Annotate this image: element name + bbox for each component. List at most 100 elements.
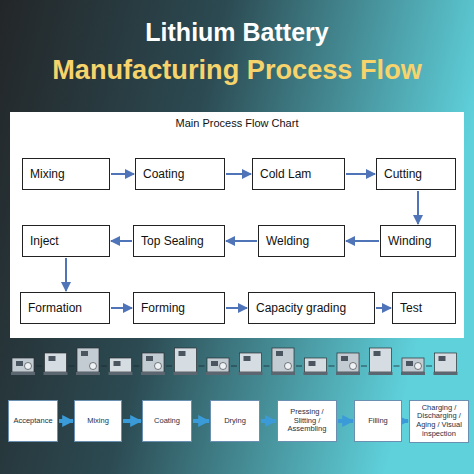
machine-panel	[309, 361, 316, 366]
process-box: Welding	[258, 225, 345, 257]
step-label: Welding	[266, 234, 309, 248]
machine-roller	[25, 363, 32, 370]
process-box: Mixing	[22, 158, 110, 190]
flow-arrow	[226, 173, 251, 175]
machine-panel	[49, 356, 56, 361]
machine-roller	[350, 363, 357, 370]
step-box: Charging / Discharging / Aging / Visual …	[409, 400, 469, 443]
machine-body	[240, 353, 262, 372]
flow-tick	[361, 366, 367, 367]
step-label: Cutting	[384, 167, 422, 181]
machine-icon	[369, 348, 400, 375]
flow-arrow	[226, 307, 247, 309]
machine-base	[434, 372, 458, 375]
machine-icon	[44, 353, 75, 375]
machine-icon	[206, 358, 237, 375]
chart-panel	[10, 112, 464, 338]
process-box: Forming	[133, 292, 225, 324]
machine-icon	[304, 358, 335, 375]
flow-arrow	[65, 258, 67, 291]
machine-icon	[11, 358, 42, 375]
flow-tick	[134, 366, 140, 367]
machine-body	[435, 353, 457, 372]
machine-base	[401, 372, 425, 375]
machine-panel	[81, 351, 88, 356]
machine-base	[141, 372, 165, 375]
step-box: Filling	[354, 400, 402, 442]
machine-body	[402, 358, 424, 372]
machine-base	[239, 372, 263, 375]
step-label: Acceptance	[13, 417, 52, 426]
flow-arrow	[123, 419, 141, 423]
machine-panel	[406, 361, 413, 366]
machine-base	[271, 372, 295, 375]
step-label: Charging / Discharging / Aging / Visual …	[413, 404, 465, 439]
machine-roller	[415, 363, 422, 370]
flow-tick	[199, 366, 205, 367]
step-label: Cold Lam	[260, 167, 311, 181]
machine-roller	[155, 363, 162, 370]
machine-panel	[341, 356, 348, 361]
machine-roller	[90, 363, 97, 370]
flow-tick	[36, 366, 42, 367]
flow-tick	[231, 366, 237, 367]
flow-tick	[264, 366, 270, 367]
machine-icon	[174, 348, 205, 375]
flow-arrow	[376, 307, 391, 309]
machine-panel	[374, 351, 381, 356]
machine-panel	[244, 356, 251, 361]
machine-icon	[401, 358, 432, 375]
title: Lithium Battery	[0, 18, 474, 47]
step-label: Winding	[388, 234, 431, 248]
machine-body	[175, 348, 197, 372]
flow-arrow	[193, 419, 209, 423]
step-label: Inject	[30, 234, 59, 248]
machine-base	[206, 372, 230, 375]
flow-tick	[69, 366, 75, 367]
chart-panel: Main Process Flow ChartMixingCoatingCold…	[10, 112, 464, 338]
flow-arrow	[346, 240, 379, 242]
flow-tick	[329, 366, 335, 367]
flow-arrow	[261, 419, 276, 423]
machine-icon	[76, 348, 107, 375]
process-box: Cold Lam	[252, 158, 345, 190]
process-box: Formation	[20, 292, 110, 324]
step-label: Coating	[143, 167, 184, 181]
flow-arrow	[226, 240, 257, 242]
flow-tick	[394, 366, 400, 367]
process-box: Test	[392, 292, 456, 324]
step-label: Mixing	[87, 417, 109, 426]
machine-base	[369, 372, 393, 375]
step-label: Capacity grading	[256, 301, 346, 315]
step-label: Filling	[368, 417, 388, 426]
flow-tick	[296, 366, 302, 367]
machine-body	[370, 348, 392, 372]
machine-panel	[16, 361, 23, 366]
process-box: Top Sealing	[133, 225, 225, 257]
machine-body	[45, 353, 67, 372]
step-label: Formation	[28, 301, 82, 315]
machine-panel	[276, 351, 283, 356]
machine-panel	[146, 356, 153, 361]
machine-icon	[336, 353, 367, 375]
machine-base	[336, 372, 360, 375]
machine-icon	[434, 353, 458, 375]
flow-tick	[426, 366, 432, 367]
step-box: Coating	[142, 400, 192, 442]
machine-body	[110, 358, 132, 372]
flow-arrow	[111, 307, 132, 309]
step-label: Forming	[141, 301, 185, 315]
machine-icon	[109, 358, 140, 375]
flow-tick	[101, 366, 107, 367]
process-box: Winding	[380, 225, 456, 257]
machine-icon	[141, 353, 172, 375]
process-box: Inject	[22, 225, 110, 257]
machine-base	[76, 372, 100, 375]
flow-arrow	[346, 173, 375, 175]
step-label: Mixing	[30, 167, 65, 181]
flow-tick	[166, 366, 172, 367]
process-box: Capacity grading	[248, 292, 375, 324]
machine-panel	[439, 356, 446, 361]
flow-arrow	[111, 173, 134, 175]
